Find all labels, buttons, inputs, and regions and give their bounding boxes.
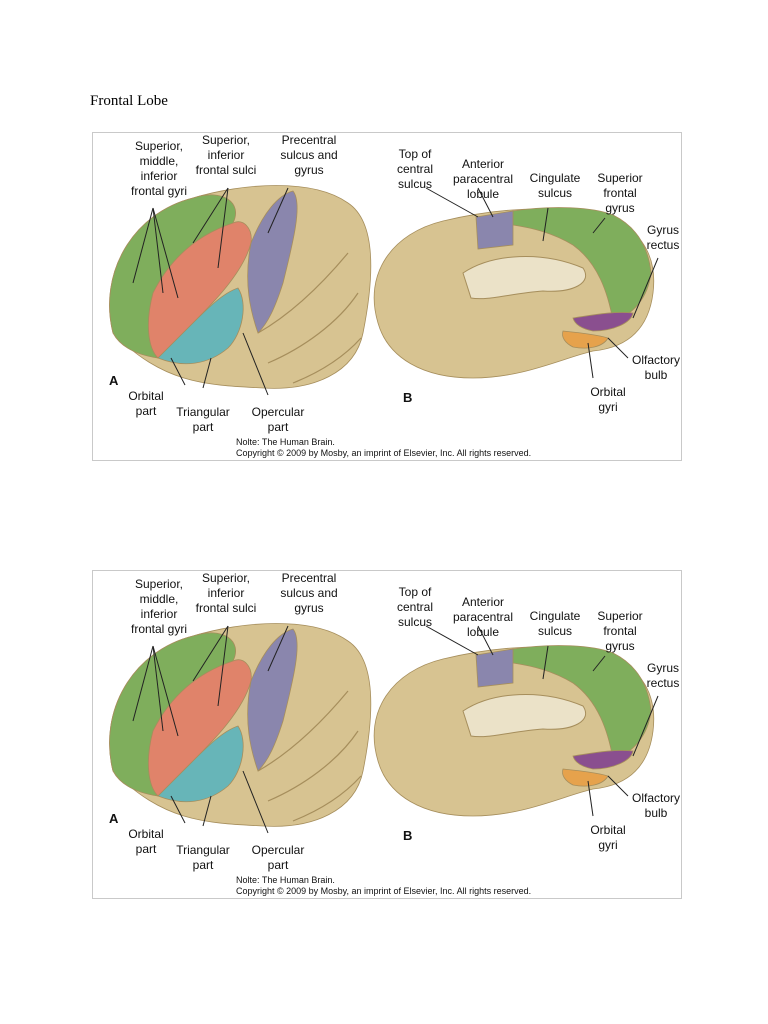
label-frontal-sulci: Superior, inferior frontal sulci [195,571,257,615]
brain-illustration [109,185,659,396]
page-title: Frontal Lobe [90,93,168,109]
credit-line-1: Nolte: The Human Brain. [236,437,335,447]
medial-brain-view [373,645,655,817]
label-orbital-part: Orbital part [128,389,164,418]
label-olfactory-bulb: Olfactory bulb [631,353,681,382]
label-opercular-part: Opercular part [251,843,305,872]
credit-line-2: Copyright © 2009 by Mosby, an imprint of… [236,448,532,458]
label-paracentral-lobule: Anterior paracentral lobule [452,595,514,639]
label-orbital-part: Orbital part [128,827,164,856]
label-olfactory-bulb: Olfactory bulb [631,791,681,820]
brain-figure-1: Superior, middle, inferior frontal gyri … [92,132,682,461]
panel-label-a: A [109,373,119,388]
lateral-brain-view [109,623,372,827]
brain-illustration [109,623,659,834]
label-paracentral-lobule: Anterior paracentral lobule [452,157,514,201]
panel-label-a: A [109,811,119,826]
lateral-brain-view [109,185,372,389]
panel-label-b: B [403,828,413,843]
panel-label-b: B [403,390,413,405]
label-gyrus-rectus: Gyrus rectus [646,661,680,690]
label-frontal-sulci: Superior, inferior frontal sulci [195,133,257,177]
label-opercular-part: Opercular part [251,405,305,434]
label-orbital-gyri: Orbital gyri [590,823,626,852]
label-top-central-sulcus: Top of central sulcus [396,585,434,629]
label-gyrus-rectus: Gyrus rectus [646,223,680,252]
label-superior-frontal-gyrus: Superior frontal gyrus [597,609,643,653]
label-top-central-sulcus: Top of central sulcus [396,147,434,191]
medial-brain-view [373,207,655,379]
label-triangular-part: Triangular part [176,843,230,872]
brain-figure-2: Superior, middle, inferior frontal gyri … [92,570,682,899]
label-superior-frontal-gyrus: Superior frontal gyrus [597,171,643,215]
label-precentral: Precentral sulcus and gyrus [280,133,338,177]
label-orbital-gyri: Orbital gyri [590,385,626,414]
label-frontal-gyri: Superior, middle, inferior frontal gyri [130,577,188,636]
label-triangular-part: Triangular part [176,405,230,434]
leader-lines [132,187,659,396]
credit-line-1: Nolte: The Human Brain. [236,875,335,885]
label-frontal-gyri: Superior, middle, inferior frontal gyri [130,139,188,198]
label-cingulate-sulcus: Cingulate sulcus [529,171,581,200]
label-cingulate-sulcus: Cingulate sulcus [529,609,581,638]
label-precentral: Precentral sulcus and gyrus [280,571,338,615]
leader-lines [132,625,659,834]
credit-line-2: Copyright © 2009 by Mosby, an imprint of… [236,886,532,896]
